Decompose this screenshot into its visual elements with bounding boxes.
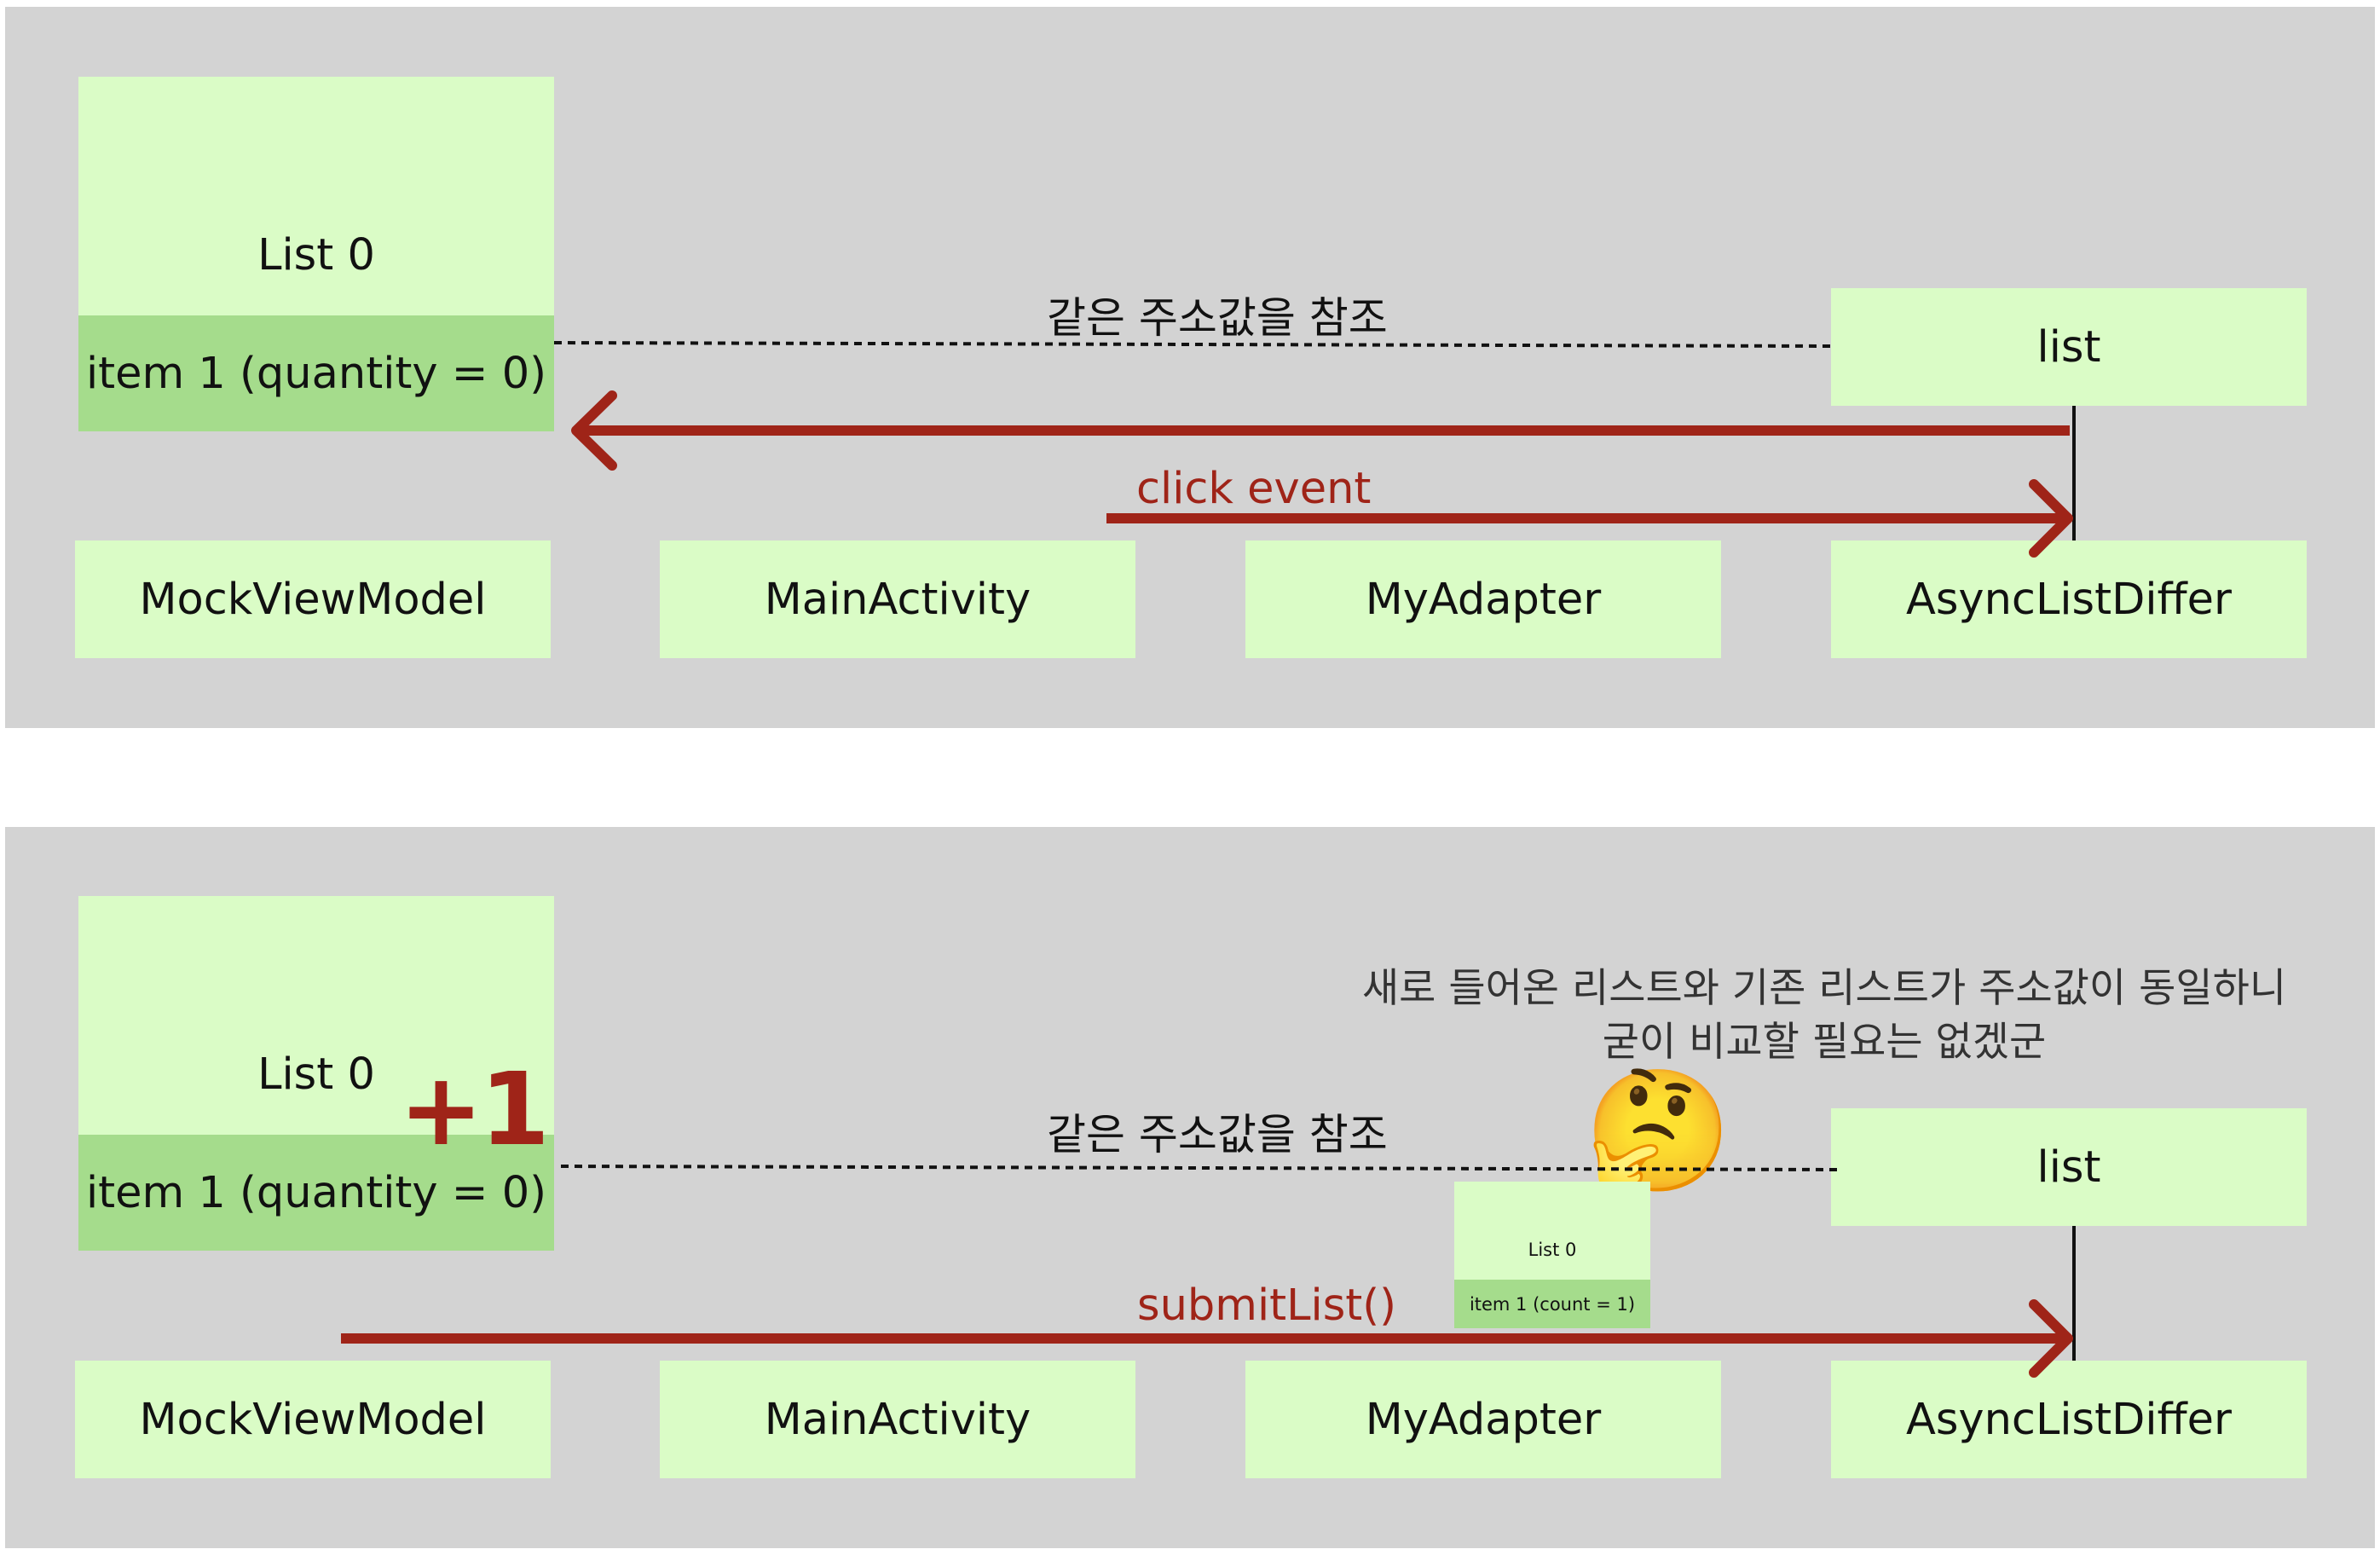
bottom-item-label: item 1 (quantity = 0): [85, 1167, 547, 1218]
top-component-label: MockViewModel: [139, 574, 487, 625]
mini-item-row: item 1 (count = 1): [1454, 1280, 1650, 1328]
bottom-component-label: AsyncListDiffer: [1905, 1394, 2233, 1445]
bottom-component-mainactivity: MainActivity: [660, 1361, 1135, 1478]
thought-text: 새로 들어온 리스트와 기존 리스트가 주소값이 동일하니 굳이 비교할 필요는…: [1321, 962, 2327, 1070]
top-list-title: List 0: [257, 230, 375, 280]
mini-list-title: List 0: [1528, 1239, 1577, 1260]
submit-list-label: submitList(): [1137, 1280, 1397, 1331]
top-component-mockviewmodel: MockViewModel: [75, 540, 551, 658]
bottom-submit-arrowhead: [2029, 1299, 2073, 1378]
top-component-myadapter: MyAdapter: [1245, 540, 1721, 658]
top-component-label: MainActivity: [764, 574, 1031, 625]
bottom-component-label: MockViewModel: [139, 1394, 487, 1445]
top-click-arrowhead: [2029, 479, 2073, 558]
top-item-label: item 1 (quantity = 0): [85, 348, 547, 399]
bottom-component-label: MyAdapter: [1365, 1394, 1602, 1445]
bottom-component-label: MainActivity: [764, 1394, 1031, 1445]
bottom-reference-dashed-line: [560, 1165, 1842, 1171]
top-list-box-label: list: [2036, 321, 2101, 373]
bottom-list-0-box: List 0: [78, 896, 554, 1135]
bottom-component-asynclistdiffer: AsyncListDiffer: [1831, 1361, 2307, 1478]
bottom-component-myadapter: MyAdapter: [1245, 1361, 1721, 1478]
top-click-event-label: click event: [1136, 464, 1372, 514]
bottom-list-box-label: list: [2036, 1142, 2101, 1193]
top-component-asynclistdiffer: AsyncListDiffer: [1831, 540, 2307, 658]
mini-item-label: item 1 (count = 1): [1469, 1293, 1636, 1315]
top-list-0-box: List 0: [78, 77, 554, 315]
bottom-list-box: list: [1831, 1108, 2307, 1226]
bottom-component-mockviewmodel: MockViewModel: [75, 1361, 551, 1478]
thought-line-2: 굳이 비교할 필요는 없겠군: [1602, 1019, 2047, 1067]
top-item-row: item 1 (quantity = 0): [78, 315, 554, 431]
top-reference-label: 같은 주소값을 참조: [1047, 293, 1388, 343]
bottom-list-title: List 0: [257, 1049, 375, 1100]
top-return-arrowhead: [571, 390, 617, 471]
top-reference-dashed-line: [553, 341, 1832, 348]
mini-list-box: List 0: [1454, 1182, 1650, 1280]
bottom-item-row: item 1 (quantity = 0): [78, 1135, 554, 1251]
thinking-emoji-icon: 🤔: [1584, 1062, 1733, 1201]
top-component-label: AsyncListDiffer: [1905, 574, 2233, 625]
thought-line-1: 새로 들어온 리스트와 기존 리스트가 주소값이 동일하니: [1361, 965, 2287, 1012]
increment-label: +1: [399, 1050, 550, 1168]
top-component-label: MyAdapter: [1365, 574, 1602, 625]
bottom-reference-label: 같은 주소값을 참조: [1047, 1110, 1388, 1159]
top-component-mainactivity: MainActivity: [660, 540, 1135, 658]
top-list-box: list: [1831, 288, 2307, 406]
